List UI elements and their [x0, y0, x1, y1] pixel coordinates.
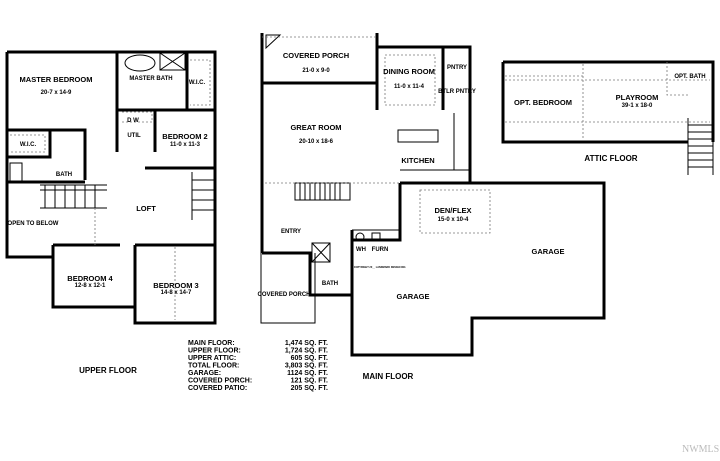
- room-label: OPEN TO BELOW: [8, 221, 59, 227]
- room-label: MASTER BATH: [129, 76, 172, 82]
- room-label: BATH: [56, 172, 72, 178]
- main-floor-labels: COVERED PORCH 21-0 x 9-0 DINING ROOM 11-…: [257, 51, 564, 381]
- floor-title: UPPER FLOOR: [79, 366, 137, 375]
- room-label: BEDROOM 4: [67, 274, 113, 283]
- room-label: BTLR PNTRY: [438, 89, 476, 95]
- floor-title: ATTIC FLOOR: [584, 154, 637, 163]
- room-label: GARAGE: [532, 247, 565, 256]
- room-dims: 20-7 x 14-9: [41, 90, 72, 96]
- floor-title: MAIN FLOOR: [363, 372, 414, 381]
- main-floor-plan: COPYRIGHT 20__ LANDMARK DESIGN INC.: [260, 33, 606, 357]
- room-label: PNTRY: [447, 65, 467, 71]
- room-label: BEDROOM 2: [162, 132, 207, 141]
- room-label: WH: [356, 247, 366, 253]
- room-label: COVERED PORCH: [283, 51, 349, 60]
- room-label: PLAYROOM: [616, 93, 659, 102]
- watermark: NWMLS: [682, 444, 719, 455]
- room-dims: 20-10 x 18-6: [299, 139, 334, 145]
- sqft-label: COVERED PORCH:: [188, 378, 252, 385]
- room-label: D W: [127, 118, 139, 124]
- room-label: ENTRY: [281, 229, 301, 235]
- room-label: GREAT ROOM: [290, 123, 341, 132]
- room-dims: 14-8 x 14-7: [161, 290, 192, 296]
- room-label: DEN/FLEX: [434, 206, 471, 215]
- room-label: W.I.C.: [189, 80, 206, 86]
- room-dims: 11-0 x 11-3: [170, 142, 201, 148]
- sqft-value: 1124 SQ. FT.: [287, 370, 328, 377]
- copyright-note: COPYRIGHT 20__ LANDMARK DESIGN INC.: [354, 266, 407, 269]
- room-label: BATH: [322, 281, 338, 287]
- room-label: COVERED PORCH: [257, 292, 310, 298]
- room-label: W.I.C.: [20, 142, 37, 148]
- sqft-label: TOTAL FLOOR:: [188, 363, 239, 370]
- upper-floor-plan: [5, 50, 217, 325]
- room-label: DINING ROOM: [383, 67, 435, 76]
- sqft-value: 1,474 SQ. FT.: [285, 340, 328, 347]
- sqft-label: MAIN FLOOR:: [188, 340, 235, 347]
- room-dims: 11-0 x 11-4: [394, 84, 425, 90]
- room-label: MASTER BEDROOM: [20, 75, 93, 84]
- sqft-label: COVERED PATIO:: [188, 385, 247, 392]
- room-dims: 12-8 x 12-1: [75, 283, 106, 289]
- sqft-value: 1,724 SQ. FT.: [285, 348, 328, 355]
- room-label: BEDROOM 3: [153, 281, 198, 290]
- room-label: KITCHEN: [401, 156, 434, 165]
- room-label: UTIL: [127, 133, 141, 139]
- sqft-value: 121 SQ. FT.: [291, 378, 328, 385]
- room-label: FURN: [372, 247, 389, 253]
- room-label: GARAGE: [397, 292, 430, 301]
- room-label: OPT. BEDROOM: [514, 98, 572, 107]
- room-dims: 39-1 x 18-0: [622, 103, 653, 109]
- attic-floor-plan: [501, 60, 715, 175]
- sqft-value: 605 SQ. FT.: [291, 355, 328, 362]
- upper-floor-labels: MASTER BEDROOM 20-7 x 14-9 MASTER BATH W…: [8, 75, 208, 375]
- sqft-value: 205 SQ. FT.: [291, 385, 328, 392]
- attic-floor-labels: OPT. BEDROOM PLAYROOM 39-1 x 18-0 OPT. B…: [514, 74, 706, 163]
- sqft-label: UPPER ATTIC:: [188, 355, 236, 362]
- room-label: LOFT: [136, 204, 156, 213]
- sqft-label: GARAGE:: [188, 370, 221, 377]
- room-dims: 21-0 x 9-0: [302, 68, 330, 74]
- sqft-label: UPPER FLOOR:: [188, 348, 241, 355]
- sqft-value: 3,803 SQ. FT.: [285, 363, 328, 370]
- room-label: OPT. BATH: [674, 74, 705, 80]
- room-dims: 15-0 x 10-4: [438, 217, 469, 223]
- square-footage-table: MAIN FLOOR: 1,474 SQ. FT. UPPER FLOOR: 1…: [188, 340, 328, 392]
